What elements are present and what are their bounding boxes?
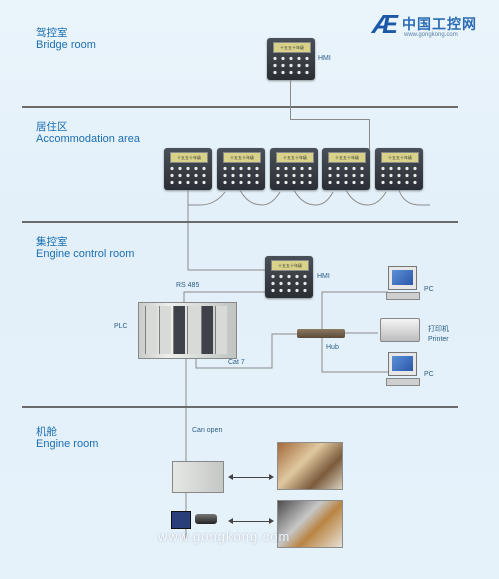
acc-hmi-3-icon: 十五五十年级 — [270, 148, 318, 190]
plc-module — [201, 306, 213, 354]
cat7-label: Cat 7 — [228, 359, 245, 366]
engine-photo-1-icon — [277, 442, 343, 490]
plc-rack-icon — [138, 302, 237, 359]
arrow-sensor-to-engine — [228, 518, 274, 524]
pc-top-base — [386, 292, 420, 300]
plc-label: PLC — [114, 323, 128, 330]
section-accommodation-en: Accommodation area — [36, 133, 140, 145]
wire-plc-to-hub — [195, 333, 297, 369]
hmi-keypad — [168, 165, 208, 187]
section-bridge-zh: 驾控室 — [36, 27, 68, 39]
plc-module — [173, 306, 185, 354]
printer-icon — [380, 318, 420, 342]
wire-bridge-to-acc — [369, 119, 370, 149]
hmi-keypad — [269, 273, 309, 295]
acc-hmi-1-icon: 十五五十年级 — [164, 148, 212, 190]
plc-module — [145, 306, 157, 354]
pc-bottom-icon — [388, 352, 417, 376]
sensor-icon — [171, 509, 219, 529]
ecr-hmi-panel-icon: 十五五十年级 — [265, 256, 313, 298]
chain-wire-1 — [187, 190, 226, 206]
ecr-hmi-label: HMI — [317, 273, 330, 280]
divider-3 — [22, 406, 458, 408]
hmi-keypad — [326, 165, 366, 187]
section-accommodation-zh: 居住区 — [36, 121, 68, 133]
divider-2 — [22, 221, 458, 223]
chain-wire-4 — [345, 189, 387, 206]
rs485-label: RS 485 — [176, 282, 200, 289]
section-ecr-en: Engine control room — [36, 248, 135, 260]
hmi-keypad — [221, 165, 261, 187]
gongkong-logo: Æ 中国工控网 www.gongkong.com — [370, 8, 495, 44]
section-ecr-zh: 集控室 — [36, 236, 68, 248]
logo-mark-icon: Æ — [372, 9, 398, 39]
logo-name: 中国工控网 — [402, 16, 477, 32]
can-open-label: Can open — [192, 427, 223, 434]
hmi-screen: 十五五十年级 — [223, 152, 261, 163]
section-engine-en: Engine room — [36, 438, 99, 450]
divider-1 — [22, 106, 458, 108]
bridge-hmi-panel-icon: 十五五十年级 — [267, 38, 315, 80]
plc-module — [187, 306, 199, 354]
chain-wire-2 — [239, 189, 281, 206]
wire-bridge-down — [290, 80, 291, 120]
plc-module — [159, 306, 171, 354]
plc-module — [215, 306, 227, 354]
chain-wire-5 — [398, 189, 430, 206]
wire-hub-to-pc-top — [321, 291, 388, 333]
hmi-screen: 十五五十年级 — [276, 152, 314, 163]
hmi-screen: 十五五十年级 — [328, 152, 366, 163]
pc-bottom-base — [386, 378, 420, 386]
watermark: www.gongkong.com — [158, 529, 291, 544]
section-bridge-title: 驾控室 Bridge room — [36, 27, 96, 51]
wire-hub-to-pc-bottom — [321, 338, 388, 373]
hmi-keypad — [274, 165, 314, 187]
pc-bottom-label: PC — [424, 371, 434, 378]
wire-bridge-right — [290, 119, 370, 120]
hmi-screen: 十五五十年级 — [381, 152, 419, 163]
acc-hmi-4-icon: 十五五十年级 — [322, 148, 370, 190]
pc-top-icon — [388, 266, 417, 290]
logo-url: www.gongkong.com — [404, 32, 458, 38]
acc-hmi-2-icon: 十五五十年级 — [217, 148, 265, 190]
chain-wire-3 — [293, 189, 334, 206]
printer-label-en: Printer — [428, 336, 449, 343]
hmi-keypad — [379, 165, 419, 187]
printer-label-zh: 打印机 — [428, 326, 449, 333]
hmi-screen: 十五五十年级 — [273, 42, 311, 53]
acc-hmi-5-icon: 十五五十年级 — [375, 148, 423, 190]
hmi-screen: 十五五十年级 — [271, 260, 309, 271]
arrow-io-to-engine — [228, 474, 274, 480]
hmi-screen: 十五五十年级 — [170, 152, 208, 163]
hub-label: Hub — [326, 344, 339, 351]
hmi-keypad — [271, 55, 311, 77]
section-accommodation-title: 居住区 Accommodation area — [36, 121, 140, 145]
bridge-hmi-label: HMI — [318, 55, 331, 62]
hub-icon — [297, 329, 345, 338]
section-engine-zh: 机舱 — [36, 426, 57, 438]
section-bridge-en: Bridge room — [36, 39, 96, 51]
pc-top-label: PC — [424, 286, 434, 293]
engine-photo-2-icon — [277, 500, 343, 548]
section-engine-title: 机舱 Engine room — [36, 426, 98, 450]
section-ecr-title: 集控室 Engine control room — [36, 236, 134, 260]
io-module-icon — [172, 461, 224, 493]
